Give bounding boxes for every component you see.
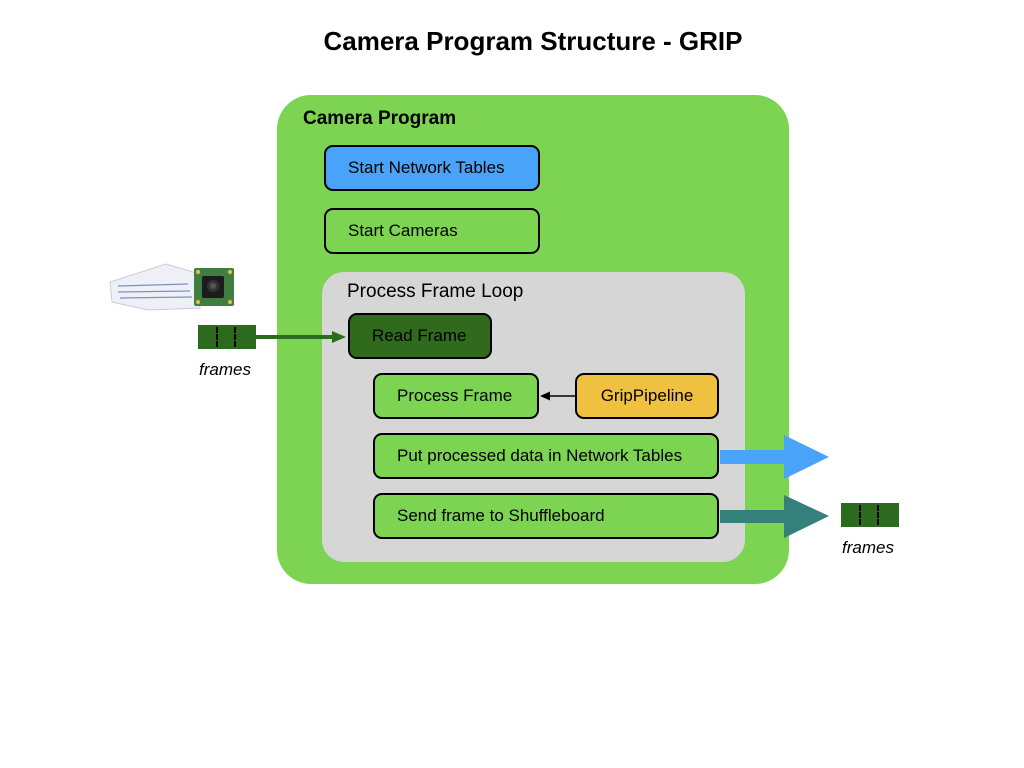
arrow-pipeline-to-process-frame (540, 391, 575, 401)
camera-module-icon (109, 263, 234, 311)
arrow-frames-to-read-frame (256, 331, 346, 343)
camera-program-label: Camera Program (303, 108, 457, 129)
start-cameras-box: Start Cameras (324, 208, 540, 254)
start-network-tables-box: Start Network Tables (324, 145, 540, 191)
send-frame-box: Send frame to Shuffleboard (373, 493, 719, 539)
frames-in-label: frames (199, 360, 251, 379)
frames-out-strip (841, 503, 899, 527)
arrow-to-network-tables (720, 435, 829, 479)
page-title: Camera Program Structure - GRIP (323, 26, 743, 56)
process-frame-box: Process Frame (373, 373, 539, 419)
process-frame-loop-label: Process Frame Loop (347, 281, 524, 302)
frames-in-strip (198, 325, 256, 349)
arrow-to-shuffleboard (720, 495, 829, 538)
read-frame-box: Read Frame (348, 313, 492, 359)
put-processed-data-box: Put processed data in Network Tables (373, 433, 719, 479)
frames-out-label: frames (842, 538, 894, 557)
grip-pipeline-box: GripPipeline (575, 373, 719, 419)
